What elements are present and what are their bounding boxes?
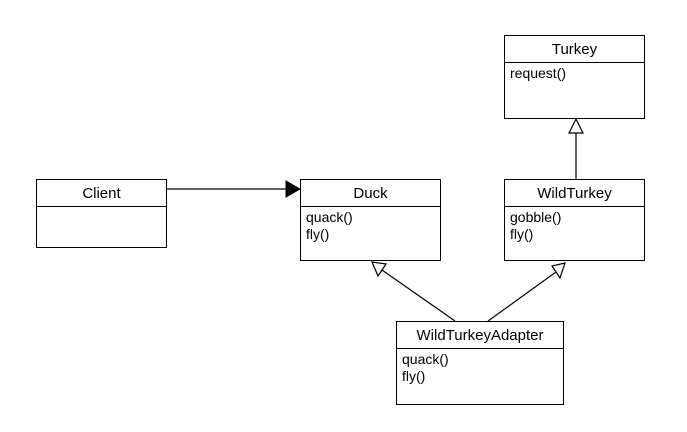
turkey-method-request: request()	[510, 65, 567, 81]
wildturkey-method-fly: fly()	[510, 226, 534, 242]
wildturkey-class-name: WildTurkey	[505, 180, 644, 207]
duck-method-fly: fly()	[306, 226, 330, 242]
wildturkey-to-turkey-triangle	[568, 117, 584, 134]
turkey-class-box: Turkey request()	[504, 35, 645, 119]
adapter-to-wildturkey-triangle	[551, 262, 566, 280]
adapter-to-duck-line	[381, 269, 456, 322]
turkey-class-name: Turkey	[505, 36, 644, 63]
wildturkeyadapter-class-name: WildTurkeyAdapter	[397, 322, 563, 349]
wildturkeyadapter-methods: quack() fly()	[397, 349, 563, 385]
client-methods	[37, 207, 166, 209]
adapter-to-duck-triangle	[371, 261, 388, 278]
duck-methods: quack() fly()	[301, 207, 440, 243]
wildturkey-class-box: WildTurkey gobble() fly()	[504, 179, 645, 261]
adapter-to-wildturkey-line	[487, 271, 557, 322]
duck-class-name: Duck	[301, 180, 440, 207]
wildturkeyadapter-method-quack: quack()	[402, 351, 449, 367]
duck-class-box: Duck quack() fly()	[300, 179, 441, 261]
client-class-name: Client	[37, 180, 166, 207]
wildturkeyadapter-class-box: WildTurkeyAdapter quack() fly()	[396, 321, 564, 405]
wildturkey-method-gobble: gobble()	[510, 209, 562, 225]
turkey-methods: request()	[505, 63, 644, 82]
client-to-duck-arrowhead	[285, 180, 302, 198]
wildturkeyadapter-method-fly: fly()	[402, 368, 426, 384]
duck-method-quack: quack()	[306, 209, 353, 225]
wildturkey-methods: gobble() fly()	[505, 207, 644, 243]
client-class-box: Client	[36, 179, 167, 248]
